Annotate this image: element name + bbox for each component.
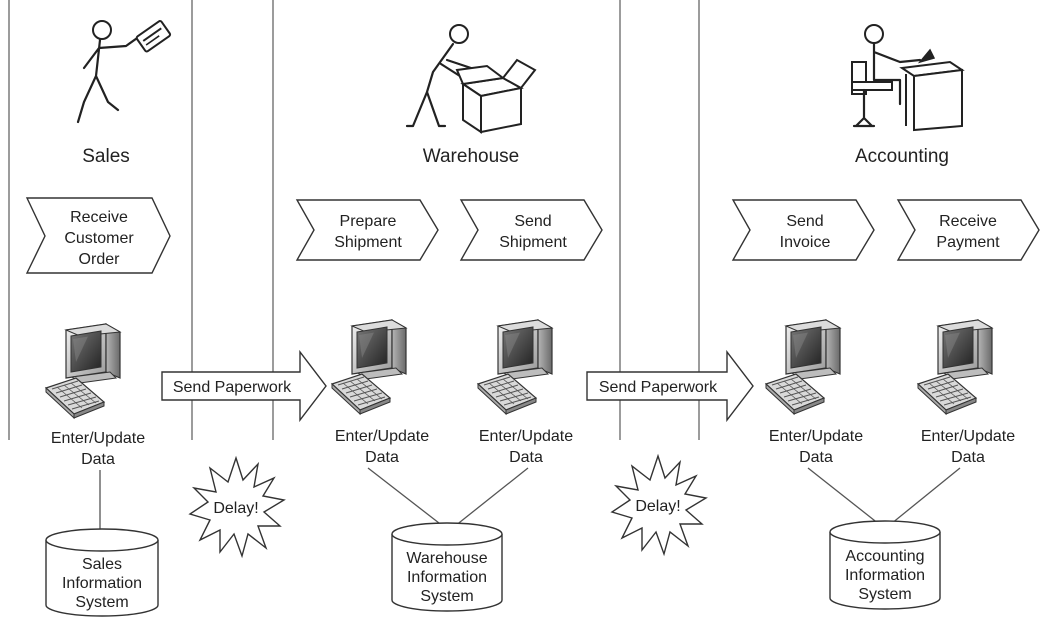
- connector-line: [807, 467, 885, 529]
- activity-label-line: Invoice: [780, 234, 831, 251]
- database-label-line: System: [75, 594, 128, 611]
- activity-chevron: Send Shipment: [459, 199, 603, 261]
- computer-icon: [331, 319, 407, 415]
- person-at-desk-icon: [851, 24, 965, 132]
- database-label-line: Sales: [82, 556, 122, 573]
- department-label-warehouse: Warehouse: [423, 146, 519, 167]
- computer-icon: [477, 319, 553, 415]
- computer-icon: [917, 319, 993, 415]
- delay-starburst: Delay!: [188, 455, 286, 559]
- computer-caption: Data: [365, 449, 399, 466]
- activity-chevron: Prepare Shipment: [295, 199, 439, 261]
- computer-caption: Data: [951, 449, 985, 466]
- database-cylinder: Accounting Information System: [829, 520, 941, 610]
- send-paperwork-arrow: Send Paperwork: [161, 349, 327, 423]
- database-label-line: Information: [407, 569, 487, 586]
- department-label-accounting: Accounting: [855, 146, 949, 167]
- transfer-label: Send Paperwork: [599, 379, 718, 396]
- computer-caption: Data: [81, 451, 115, 468]
- transfer-label: Send Paperwork: [173, 379, 292, 396]
- send-paperwork-arrow: Send Paperwork: [586, 349, 754, 423]
- activity-label-line: Send: [786, 213, 823, 230]
- connector-line: [885, 467, 961, 529]
- computer-caption: Enter/Update: [479, 428, 573, 445]
- connector-lines: [99, 467, 961, 531]
- delay-starburst: Delay!: [610, 453, 708, 557]
- activity-chevron: Receive Payment: [896, 199, 1040, 261]
- database-cylinder: Warehouse Information System: [391, 522, 503, 612]
- computer-caption: Enter/Update: [921, 428, 1015, 445]
- database-cylinder: Sales Information System: [45, 528, 159, 617]
- person-carrying-card-icon: [76, 20, 172, 124]
- activity-label-line: Send: [514, 213, 551, 230]
- database-label-line: System: [858, 586, 911, 603]
- lane-dividers: [8, 0, 700, 440]
- computer-caption: Enter/Update: [335, 428, 429, 445]
- computer-caption: Data: [509, 449, 543, 466]
- database-label-line: Warehouse: [406, 550, 487, 567]
- activity-label-line: Prepare: [340, 213, 397, 230]
- activity-label-line: Shipment: [334, 234, 402, 251]
- activity-label-line: Receive: [70, 209, 128, 226]
- computer-caption: Enter/Update: [51, 430, 145, 447]
- activity-label-line: Customer: [64, 230, 134, 247]
- connector-line: [449, 467, 529, 531]
- computer-icon: [765, 319, 841, 415]
- activity-chevron: Send Invoice: [731, 199, 875, 261]
- activity-label-line: Receive: [939, 213, 997, 230]
- delay-label: Delay!: [213, 500, 258, 517]
- computer-icon: [45, 323, 121, 419]
- activity-label-line: Payment: [936, 234, 1000, 251]
- person-packing-box-icon: [405, 24, 537, 134]
- database-label-line: Information: [845, 567, 925, 584]
- connector-line: [367, 467, 449, 531]
- database-label-line: Information: [62, 575, 142, 592]
- activity-label-line: Shipment: [499, 234, 567, 251]
- computer-caption: Enter/Update: [769, 428, 863, 445]
- database-label-line: Accounting: [845, 548, 924, 565]
- computer-caption: Data: [799, 449, 833, 466]
- activity-chevron: Receive Customer Order: [25, 197, 171, 274]
- delay-label: Delay!: [635, 498, 680, 515]
- database-label-line: System: [420, 588, 473, 605]
- department-label-sales: Sales: [82, 146, 130, 167]
- activity-label-line: Order: [79, 251, 121, 268]
